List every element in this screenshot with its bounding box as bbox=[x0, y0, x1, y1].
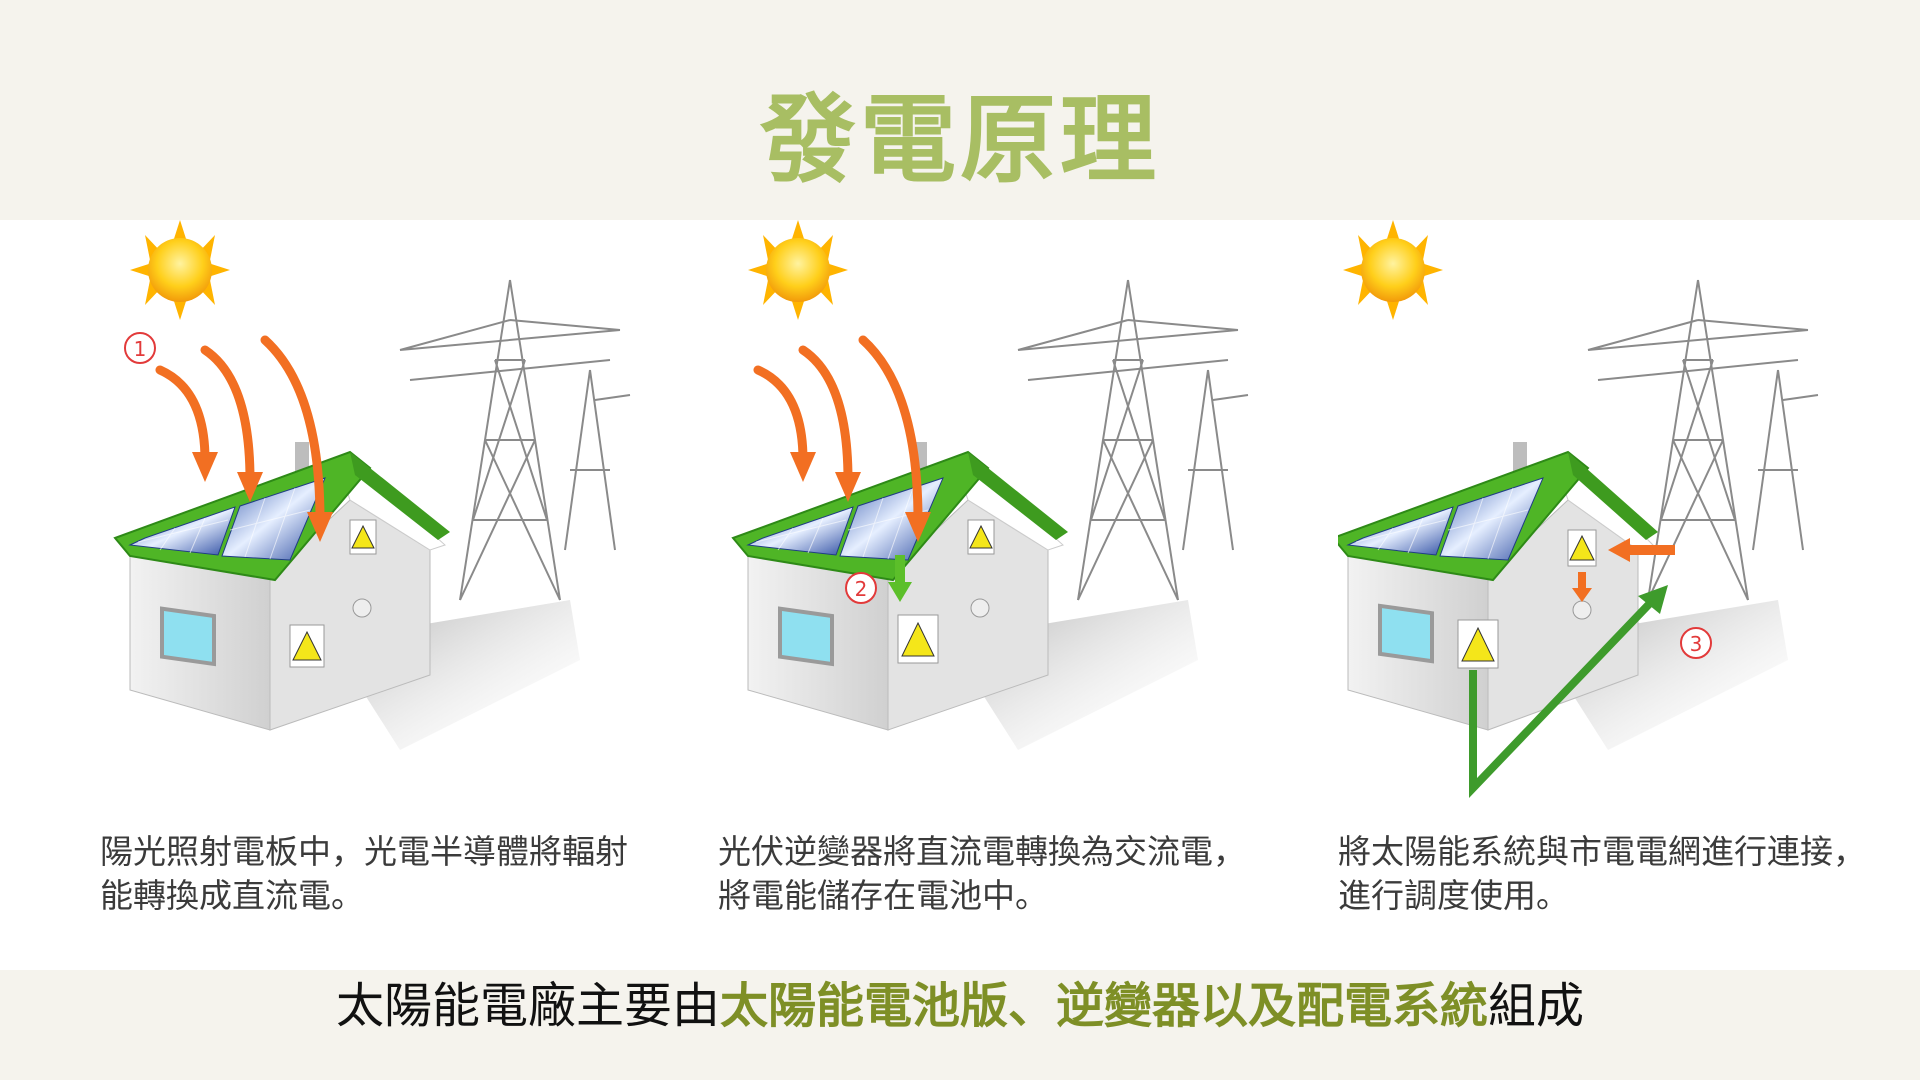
page-title: 發電原理 bbox=[760, 84, 1160, 196]
panel-illustration: 3 bbox=[1338, 220, 1819, 798]
step-marker bbox=[1680, 627, 1712, 659]
socket-icon bbox=[352, 598, 372, 618]
solar-panel-icon bbox=[128, 477, 326, 561]
step-marker bbox=[845, 572, 877, 604]
pylon-icon bbox=[1587, 279, 1819, 601]
sun-icon bbox=[1343, 220, 1443, 320]
warning-box-icon bbox=[289, 519, 377, 668]
panel-grid: 3 將太陽能系統與市電電網進行連接， 進行調度使用。 bbox=[1338, 220, 1878, 970]
footer-band bbox=[0, 970, 1920, 1080]
socket-icon bbox=[1572, 600, 1592, 620]
panel-caption: 將太陽能系統與市電電網進行連接， 進行調度使用。 bbox=[1338, 832, 1866, 915]
svg-text:3: 3 bbox=[1690, 632, 1703, 656]
panel-caption: 光伏逆變器將直流電轉換為交流電， 將電能儲存在電池中。 bbox=[718, 832, 1246, 915]
sun-icon bbox=[130, 220, 230, 320]
arrow-icon bbox=[155, 335, 325, 525]
step-marker bbox=[124, 332, 156, 364]
summary-text: 太陽能電廠主要由太陽能電池版、逆變器以及配電系統組成 bbox=[335, 978, 1585, 1034]
svg-text:1: 1 bbox=[134, 337, 147, 361]
panel-inverter: 2 光伏逆變器將直流電轉換為交流電， 將電能儲存在電池中。 bbox=[718, 220, 1258, 970]
socket-icon bbox=[970, 598, 990, 618]
solar-panel-icon bbox=[1346, 477, 1544, 561]
arrow-icon bbox=[1572, 538, 1675, 602]
pylon-icon bbox=[1017, 279, 1249, 601]
arrow-icon bbox=[1469, 585, 1668, 798]
panel-caption: 陽光照射電板中，光電半導體將輻射 能轉換成直流電。 bbox=[100, 832, 628, 915]
diagram-panels: 1 陽光照射電板中，光電半導體將輻射 能轉換成直流電。 bbox=[0, 220, 1920, 970]
panel-illustration: 2 bbox=[731, 220, 1249, 750]
panel-illustration: 1 bbox=[113, 220, 631, 750]
arrow-icon bbox=[753, 335, 923, 525]
warning-box-icon bbox=[897, 519, 995, 664]
pylon-icon bbox=[399, 279, 631, 601]
arrow-icon bbox=[888, 555, 912, 602]
panel-sunlight: 1 陽光照射電板中，光電半導體將輻射 能轉換成直流電。 bbox=[100, 220, 640, 970]
svg-text:2: 2 bbox=[855, 577, 868, 601]
header-band bbox=[0, 0, 1920, 220]
sun-icon bbox=[748, 220, 848, 320]
warning-box-icon bbox=[1457, 529, 1597, 669]
